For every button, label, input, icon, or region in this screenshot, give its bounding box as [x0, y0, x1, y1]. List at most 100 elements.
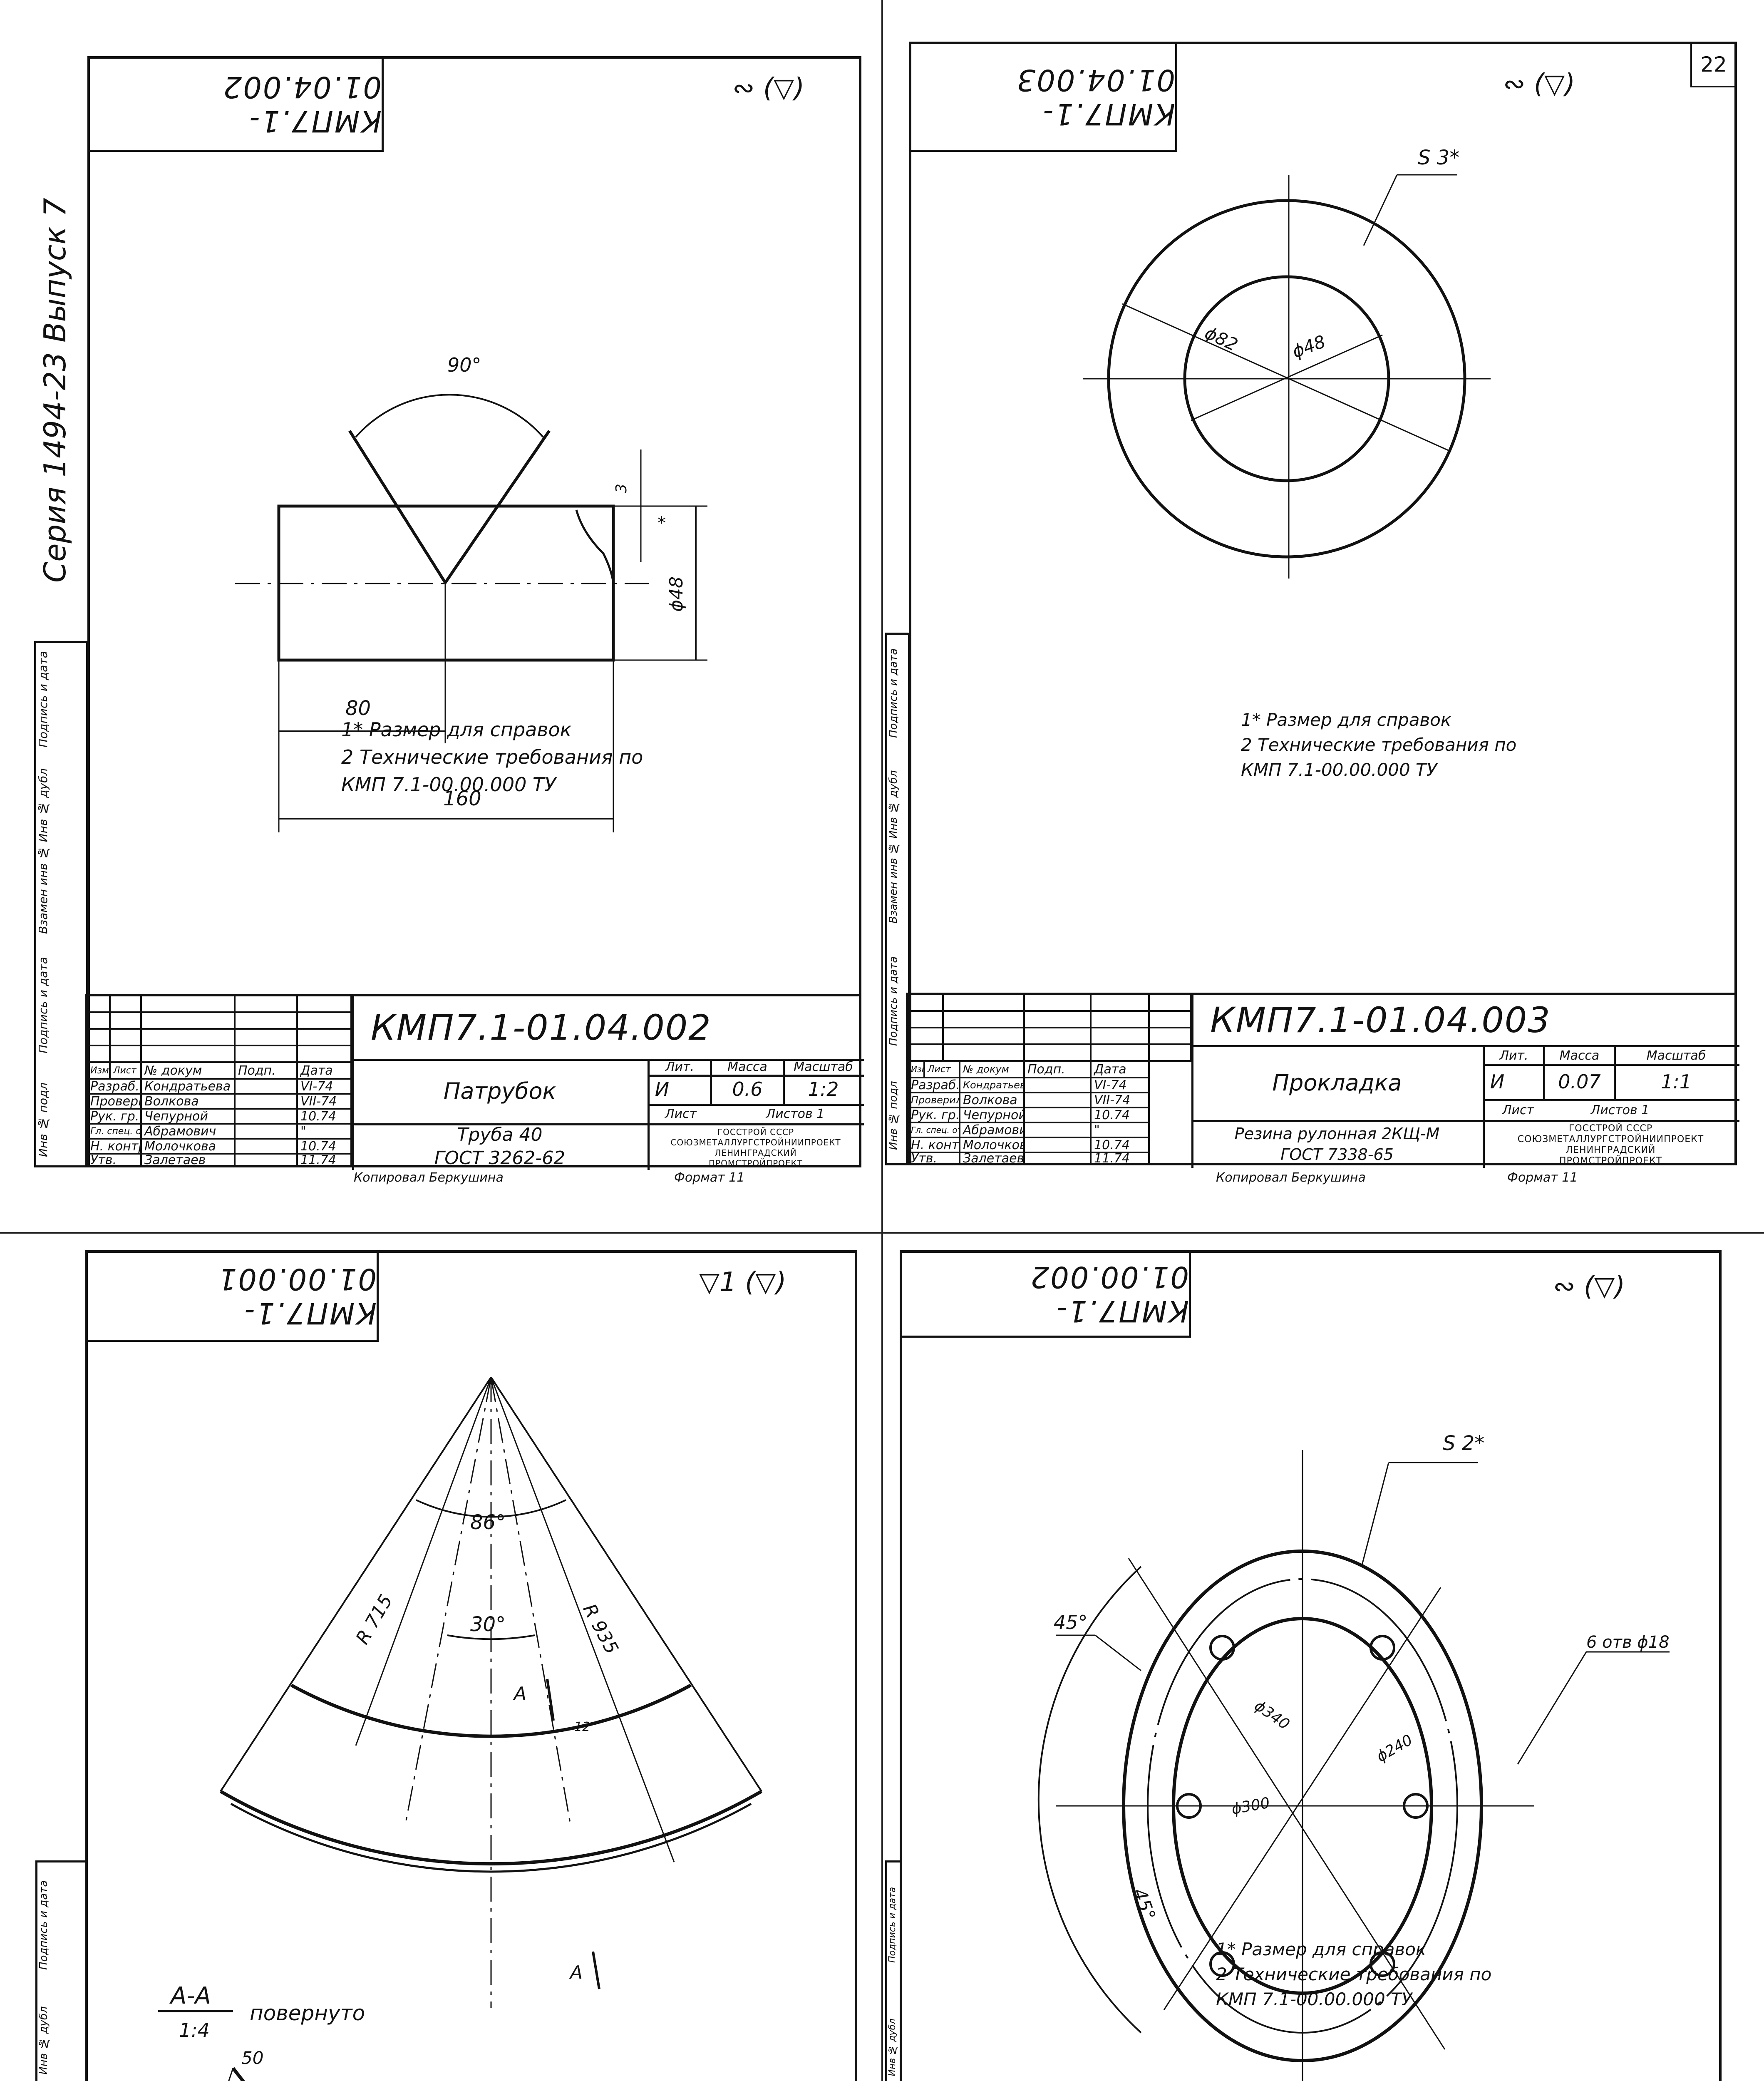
angle-45-bottom: 45° [1129, 1885, 1160, 1923]
outer-diameter-label: ϕ340 [1251, 1697, 1293, 1733]
name-group-lead: Чепурной [142, 1110, 236, 1125]
hdr-list: Лист [111, 1063, 142, 1080]
thickness-label: S 3* [1418, 146, 1459, 169]
date-developer: VI-74 [298, 1080, 352, 1095]
date-group-lead: 10.74 [298, 1110, 352, 1125]
lit-value: И [1490, 1070, 1505, 1093]
sheet-top-left: Серия 1494-23 Выпуск 7 КМП7.1-01.04.002 … [0, 0, 881, 1232]
org-line-3: ЛЕНИНГРАДСКИЙ [715, 1147, 797, 1158]
role-group-lead: Рук. гр. [88, 1110, 142, 1125]
section-mark-a-top: А [513, 1683, 526, 1704]
note-1: 1* Размер для справок [1216, 1939, 1427, 1959]
scale-value: 1:2 [808, 1078, 839, 1100]
section-title: А-А [169, 1982, 211, 2009]
hdr-izm: Изм [908, 1062, 925, 1078]
part-name: Прокладка [1272, 1069, 1402, 1096]
lit-value: И [655, 1078, 670, 1100]
mass-value: 0.6 [732, 1078, 763, 1100]
side-label-sign-date: Подпись и дата [887, 1887, 898, 1963]
role-group-lead: Рук. гр. [908, 1108, 960, 1123]
weld-label: 12 [574, 1720, 590, 1734]
side-label-replaced-inv: Взамен инв № Инв № дубл [37, 1996, 62, 2081]
date-approved: 11.74 [298, 1155, 352, 1167]
org-line-1: ГОССТРОЙ СССР [1568, 1123, 1653, 1134]
note-2: 2 Технические требования по [341, 746, 643, 768]
mass-header: Масса [727, 1059, 767, 1074]
hdr-date: Дата [298, 1063, 352, 1080]
notes-block: 1* Размер для справок 2 Технические треб… [1216, 1937, 1491, 2012]
note-1: 1* Размер для справок [1241, 710, 1451, 730]
angle-30: 30° [470, 1613, 506, 1636]
role-checker: Проверил [88, 1095, 142, 1110]
page-number: 22 [1690, 42, 1737, 87]
name-approved: Залетаев [960, 1153, 1025, 1165]
hdr-izm: Изм [88, 1063, 111, 1080]
date-norm-control: 10.74 [298, 1140, 352, 1155]
role-norm-control: Н. контр. [908, 1138, 960, 1153]
scale-value: 1:1 [1660, 1070, 1692, 1093]
hdr-list: Лист [925, 1062, 960, 1078]
flange-gasket-drawing: S 2* 45° 45° ϕ340 ϕ300 ϕ240 6 отв ϕ18 [1037, 1432, 1670, 2081]
roughness-symbol: ▽1 (▽) [699, 1267, 786, 1298]
material-line-2: ГОСТ 7338-65 [1280, 1145, 1394, 1164]
date-checker: VII-74 [298, 1095, 352, 1110]
date-checker: VII-74 [1092, 1093, 1150, 1108]
lit-header: Лит. [1499, 1048, 1528, 1063]
angle-86: 86° [470, 1511, 506, 1534]
note-3: КМП 7.1-00.00.000 ТУ [1216, 1989, 1412, 2009]
lit-header: Лит. [665, 1059, 695, 1074]
side-label-sign-date-2: Подпись и дата [887, 956, 900, 1046]
org-line-1: ГОССТРОЙ СССР [717, 1127, 794, 1137]
role-chief-spec: Гл. спец. отд. [908, 1123, 960, 1138]
org-line-4: ПРОМСТРОЙПРОЕКТ [1559, 1156, 1662, 1166]
hdr-doc: № докум [960, 1062, 1025, 1078]
sheets-label: Листов 1 [766, 1107, 825, 1121]
hdr-doc: № докум [142, 1063, 236, 1080]
thickness-label: S 2* [1443, 1432, 1484, 1455]
side-label-sign-date-2: Подпись и дата [36, 957, 50, 1053]
role-checker: Проверил [908, 1093, 960, 1108]
organization: ГОССТРОЙ СССР СОЮЗМЕТАЛЛУРГСТРОЙНИИПРОЕК… [1485, 1122, 1737, 1168]
dim-chamfer: 3 [613, 484, 630, 493]
side-label-replaced-inv: Взамен инв № Инв № дубл [36, 768, 50, 934]
side-label-sign-date: Подпись и дата [37, 1880, 50, 1970]
drawing-code: КМП7.1-01.04.002 [371, 1007, 712, 1048]
role-chief-spec: Гл. спец. отд. [88, 1125, 142, 1140]
side-label-sign-date: Подпись и дата [887, 648, 900, 738]
hdr-date: Дата [1092, 1062, 1150, 1078]
format-label: Формат 11 [674, 1170, 745, 1185]
name-developer: Кондратьева [142, 1080, 236, 1095]
radius-935: R 935 [578, 1600, 622, 1657]
name-developer: Кондратьева [960, 1078, 1025, 1093]
dim-diameter: ϕ48 [666, 576, 687, 612]
drawing-frame [85, 1250, 857, 2081]
sheet-label: Лист [665, 1107, 697, 1121]
drawing-frame [900, 1250, 1722, 2081]
section-mark-a-bottom: А [569, 1962, 583, 1983]
side-label-replaced-inv: Взамен инв № Инв № дубл [887, 770, 900, 924]
dim-160: 160 [443, 787, 481, 810]
sheet-bottom-right: КМП7.1-01.00.002 ∾ (▽) S 2* [883, 1234, 1764, 2081]
name-approved: Залетаев [142, 1155, 236, 1167]
mirrored-code-box: КМП7.1-01.04.002 [87, 56, 384, 152]
date-norm-control: 10.74 [1092, 1138, 1150, 1153]
inner-diameter-label: ϕ48 [1290, 331, 1328, 362]
outer-diameter-label: ϕ82 [1202, 323, 1241, 355]
date-approved: 11.74 [1092, 1153, 1150, 1165]
role-developer: Разраб. [908, 1078, 960, 1093]
name-norm-control: Молочкова [142, 1140, 236, 1155]
note-1: 1* Размер для справок [341, 718, 572, 741]
angle-label: 90° [447, 354, 481, 376]
sheet-top-right: КМП7.1-01.04.003 ∾ (▽) 22 S 3* ϕ82 ϕ48 1… [883, 0, 1764, 1232]
section-scale: 1:4 [179, 2019, 210, 2041]
side-label-inv-orig: Инв № подл [887, 1081, 900, 1150]
name-group-lead: Чепурной [960, 1108, 1025, 1123]
notes-block: 1* Размер для справок 2 Технические треб… [1241, 708, 1516, 782]
scale-header: Масштаб [794, 1059, 853, 1074]
name-chief-spec: Абрамович [960, 1123, 1025, 1138]
date-chief-spec: " [298, 1125, 352, 1140]
pipe-drawing: 90° 80 160 ϕ48 * 3 [235, 354, 707, 832]
note-2: 2 Технические требования по [1241, 735, 1517, 755]
name-checker: Волкова [142, 1095, 236, 1110]
sheet-divider-horizontal [0, 1232, 1764, 1234]
